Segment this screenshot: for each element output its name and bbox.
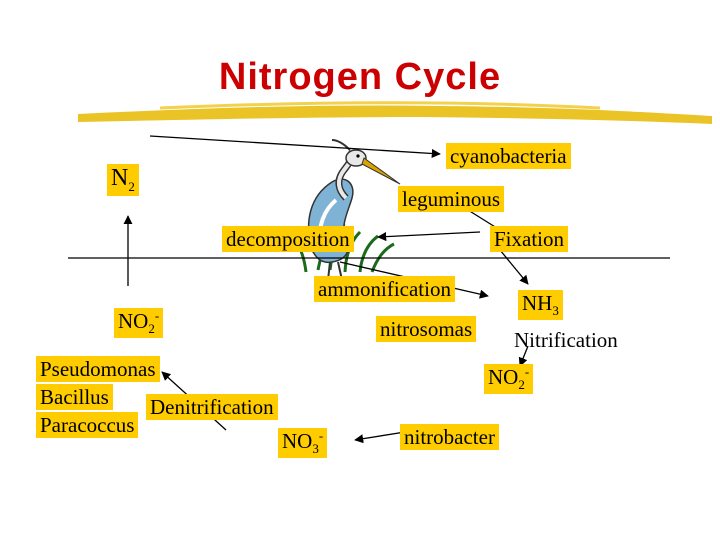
nh3-base: NH [522,291,553,315]
fixation-label: Fixation [490,226,569,253]
no2-left-label: NO2- [114,308,164,339]
title-underline [78,105,712,124]
arrow-n2-to-cyanobacteria [149,135,441,159]
no2-right-sub: 2 [518,377,525,393]
no2-right-label: NO2- [484,364,534,395]
ammonification-label: ammonification [314,276,455,303]
no3-sub: 3 [312,441,319,457]
bacillus-label: Bacillus [36,384,113,411]
no3-sup: - [318,428,324,443]
no3-base: NO [282,429,313,453]
arrow-fixation-to-decomposition [377,231,481,242]
no2-right-sup: - [524,364,530,379]
cyanobacteria-label: cyanobacteria [446,143,571,170]
decomposition-label: decomposition [222,226,354,253]
arrow-no2-to-no3 [354,431,406,444]
arrow-nh3-to-no2-right [518,345,529,367]
n2-sub: 2 [128,178,135,194]
n2-label: N2 [107,164,139,196]
no3-label: NO3- [278,428,328,459]
no2-left-base: NO [118,309,149,333]
leguminous-label: leguminous [398,186,504,213]
heron-icon [292,139,401,281]
nh3-label: NH3 [518,290,563,321]
nitrosomas-label: nitrosomas [376,316,477,343]
nh3-sub: 3 [552,303,559,319]
no2-left-sub: 2 [148,321,155,337]
nitrification-label: Nitrification [514,328,618,352]
slide-title: Nitrogen Cycle [218,56,502,98]
nitrobacter-label: nitrobacter [400,424,499,451]
arrow-fixation-to-nh3 [499,249,529,285]
n2-base: N [111,165,129,191]
pseudomonas-label: Pseudomonas [36,356,160,383]
no2-left-sup: - [154,308,160,323]
denitrification-label: Denitrification [146,394,278,421]
no2-right-base: NO [488,365,519,389]
paracoccus-label: Paracoccus [36,412,139,439]
